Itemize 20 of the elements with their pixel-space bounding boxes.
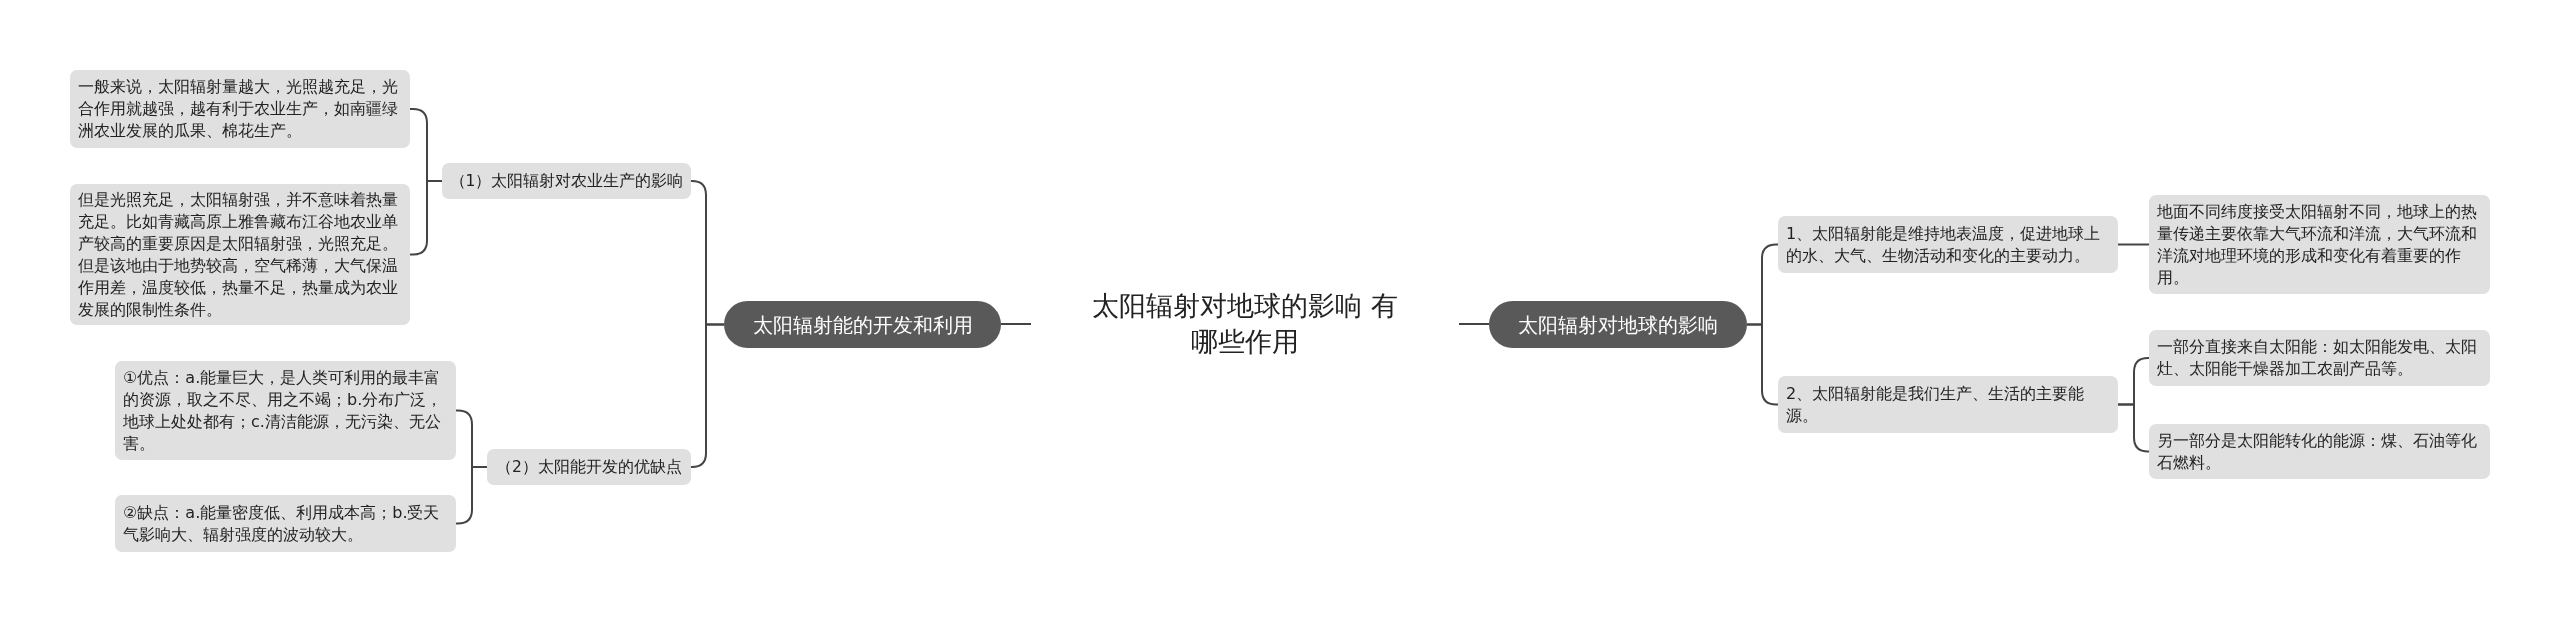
note-box: 1、太阳辐射能是维持地表温度，促进地球上的水、大气、生物活动和变化的主要动力。 <box>1778 216 2118 273</box>
note-box: 一部分直接来自太阳能：如太阳能发电、太阳灶、太阳能干燥器加工农副产品等。 <box>2149 330 2490 386</box>
note-box: 2、太阳辐射能是我们生产、生活的主要能源。 <box>1778 376 2118 433</box>
connector-line <box>2117 243 2150 246</box>
connector-line <box>455 466 488 525</box>
topic-pill: 太阳辐射对地球的影响 <box>1489 301 1747 348</box>
connector-line <box>690 323 725 468</box>
note-box: 一般来说，太阳辐射量越大，光照越充足，光合作用就越强，越有利于农业生产，如南疆绿洲农业发展的瓜果、棉花生产。 <box>70 70 410 148</box>
topic-pill: 太阳辐射能的开发和利用 <box>724 301 1001 348</box>
note-box: ①优点：a.能量巨大，是人类可利用的最丰富的资源，取之不尽、用之不竭；b.分布广泛，地球上处处都有；c.清洁能源，无污染、无公害。 <box>115 361 456 460</box>
connector-line <box>2117 403 2150 453</box>
note-box: 但是光照充足，太阳辐射强，并不意味着热量充足。比如青藏高原上雅鲁藏布江谷地农业单产较高的重要原因是太阳辐射强，光照充足。但是该地由于地势较高，空气稀薄，大气保温作用差，温度较低，热量不足，热量成为农业发展的限制性条件。 <box>70 184 410 325</box>
note-box: 地面不同纬度接受太阳辐射不同，地球上的热量传递主要依靠大气环流和洋流，大气环流和洋流对地理环境的形成和变化有着重要的作用。 <box>2149 195 2490 294</box>
connector-line <box>1000 323 1032 325</box>
connector-line <box>1458 323 1490 325</box>
subtopic-box: （2）太阳能开发的优缺点 <box>487 449 691 485</box>
note-box: 另一部分是太阳能转化的能源：煤、石油等化石燃料。 <box>2149 424 2490 479</box>
subtopic-box: （1）太阳辐射对农业生产的影响 <box>442 163 691 199</box>
note-box: ②缺点：a.能量密度低、利用成本高；b.受天气影响大、辐射强度的波动较大。 <box>115 495 456 552</box>
connector-line <box>1746 323 1779 406</box>
